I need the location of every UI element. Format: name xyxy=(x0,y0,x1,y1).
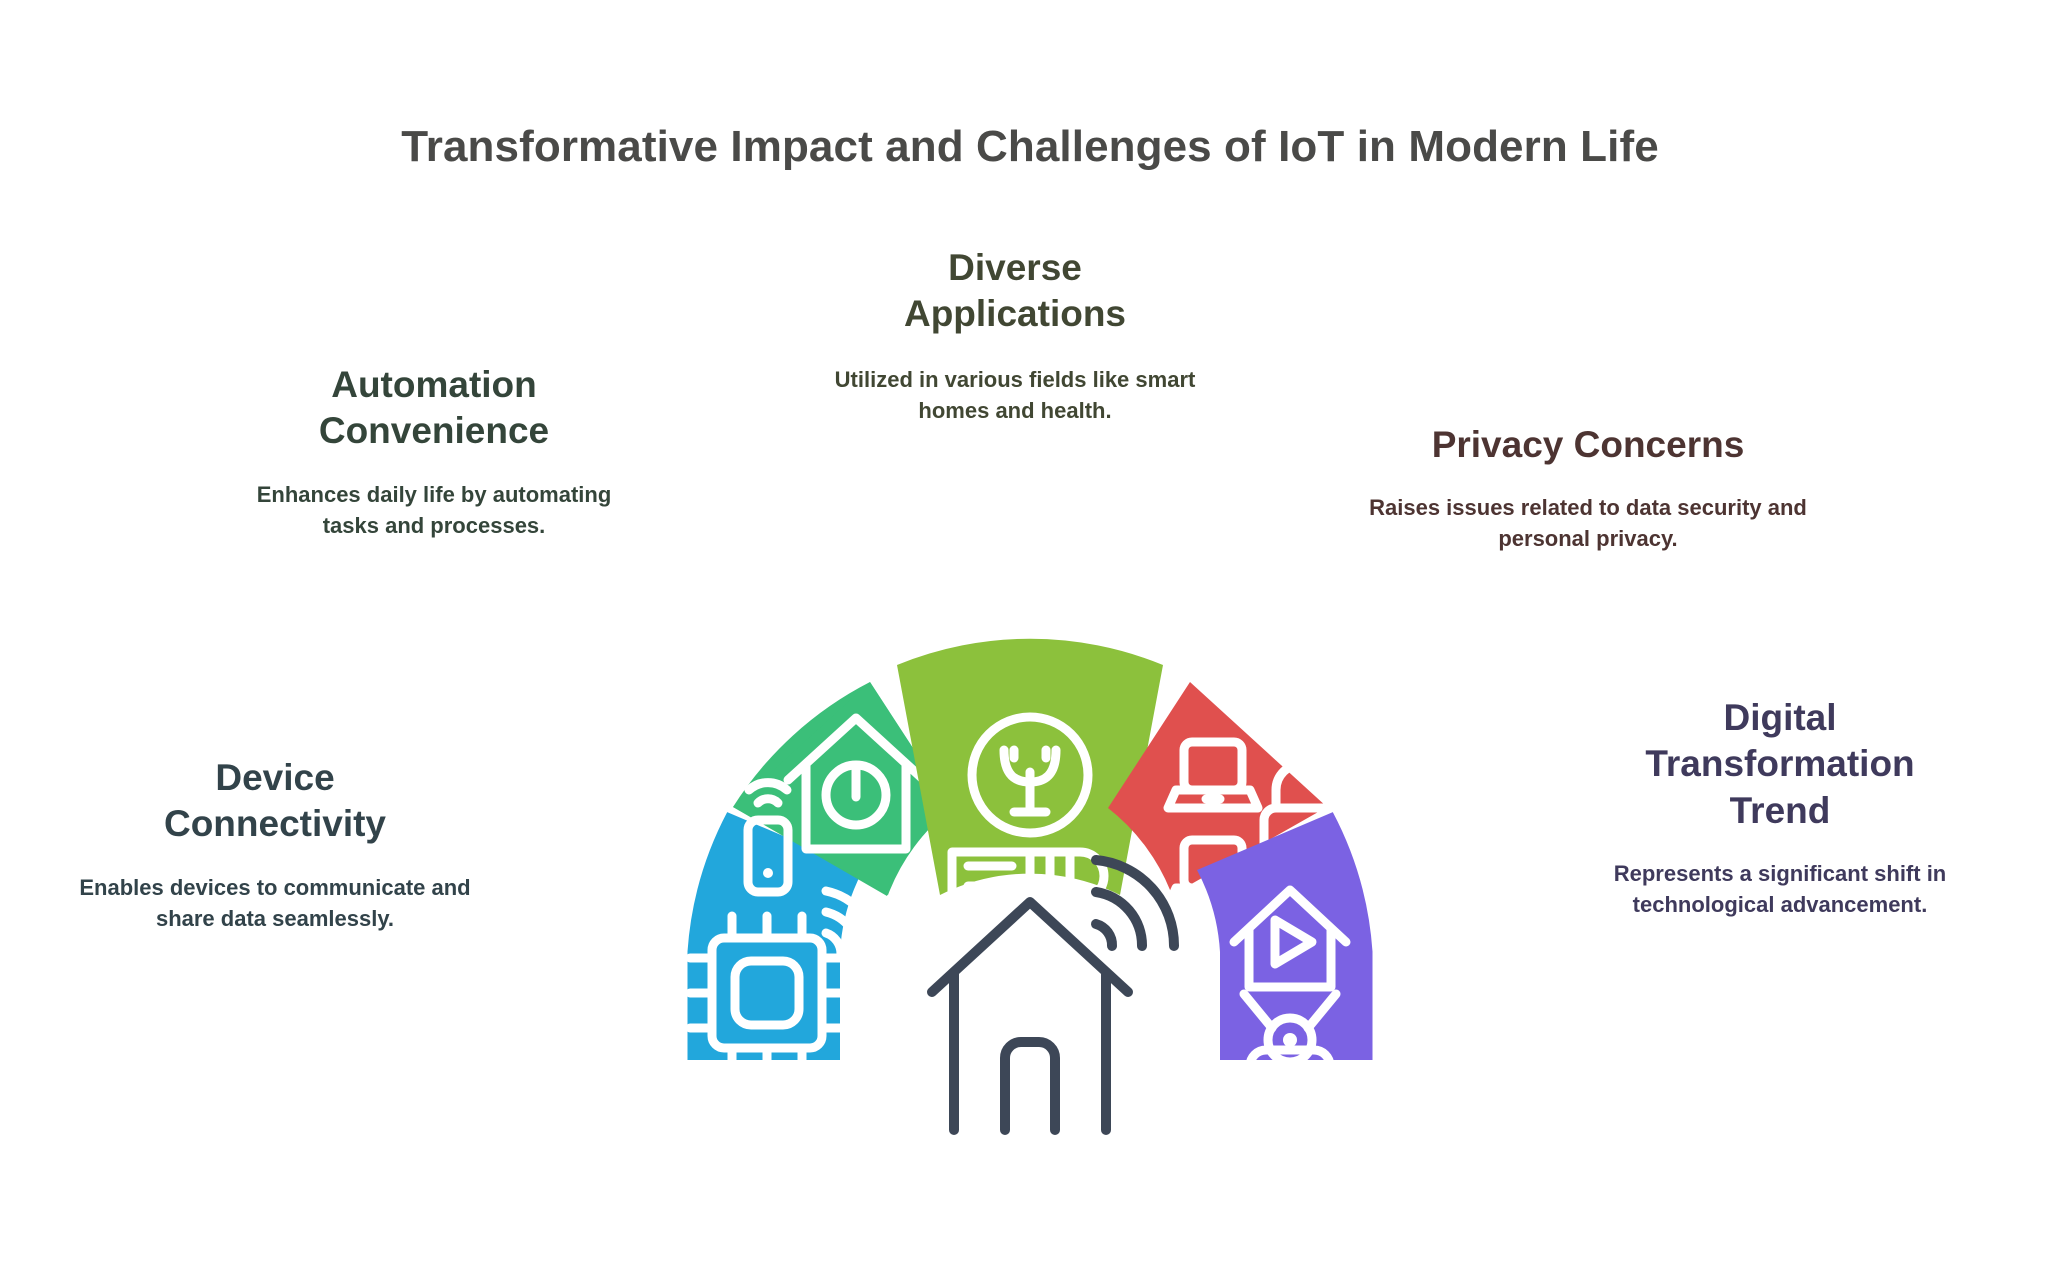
arc-segment-digital-transformation-trend[interactable] xyxy=(1197,812,1373,1085)
label-block-device-connectivity: Device Connectivity Enables devices to c… xyxy=(50,755,500,934)
label-desc-device-connectivity: Enables devices to communicate and share… xyxy=(79,874,471,931)
label-block-automation-convenience: Automation Convenience Enhances daily li… xyxy=(246,362,622,541)
smart-home-media-projector-icon xyxy=(1229,885,1351,1085)
arc-segment-diverse-applications[interactable] xyxy=(897,638,1163,905)
label-heading-automation-convenience: Automation Convenience xyxy=(318,364,550,452)
microchip-wifi-icon xyxy=(685,886,882,1075)
arc-segment-device-connectivity[interactable] xyxy=(685,812,882,1075)
smart-home-wifi-icon xyxy=(927,855,1180,1135)
label-desc-diverse-applications: Utilized in various fields like smart ho… xyxy=(834,366,1196,423)
arc-segment-diverse-applications-shape[interactable] xyxy=(897,638,1163,895)
arc-segment-automation-convenience-body xyxy=(733,682,952,895)
label-block-privacy-concerns: Privacy Concerns Raises issues related t… xyxy=(1358,422,1818,555)
label-desc-digital-transformation-trend: Represents a significant shift in techno… xyxy=(1613,860,1947,917)
center-smart-home-icon-group xyxy=(927,855,1180,1135)
smart-home-power-remote-icon xyxy=(743,713,929,897)
label-desc-automation-convenience: Enhances daily life by automating tasks … xyxy=(256,481,612,538)
label-heading-device-connectivity: Device Connectivity xyxy=(163,757,387,845)
label-block-digital-transformation-trend: Digital Transformation Trend Represents … xyxy=(1560,695,2000,920)
label-heading-privacy-concerns: Privacy Concerns xyxy=(1431,424,1745,465)
arc-segment-automation-convenience[interactable] xyxy=(733,682,952,960)
label-heading-diverse-applications: Diverse Applications xyxy=(903,247,1127,335)
semicircle-arc-diagram xyxy=(520,590,1540,1135)
label-block-diverse-applications: Diverse Applications Utilized in various… xyxy=(805,245,1225,426)
label-heading-digital-transformation-trend: Digital Transformation Trend xyxy=(1645,697,1915,831)
label-desc-privacy-concerns: Raises issues related to data security a… xyxy=(1369,495,1807,552)
page-title: Transformative Impact and Challenges of … xyxy=(401,122,1659,171)
sensor-barcode-icon xyxy=(947,712,1109,905)
